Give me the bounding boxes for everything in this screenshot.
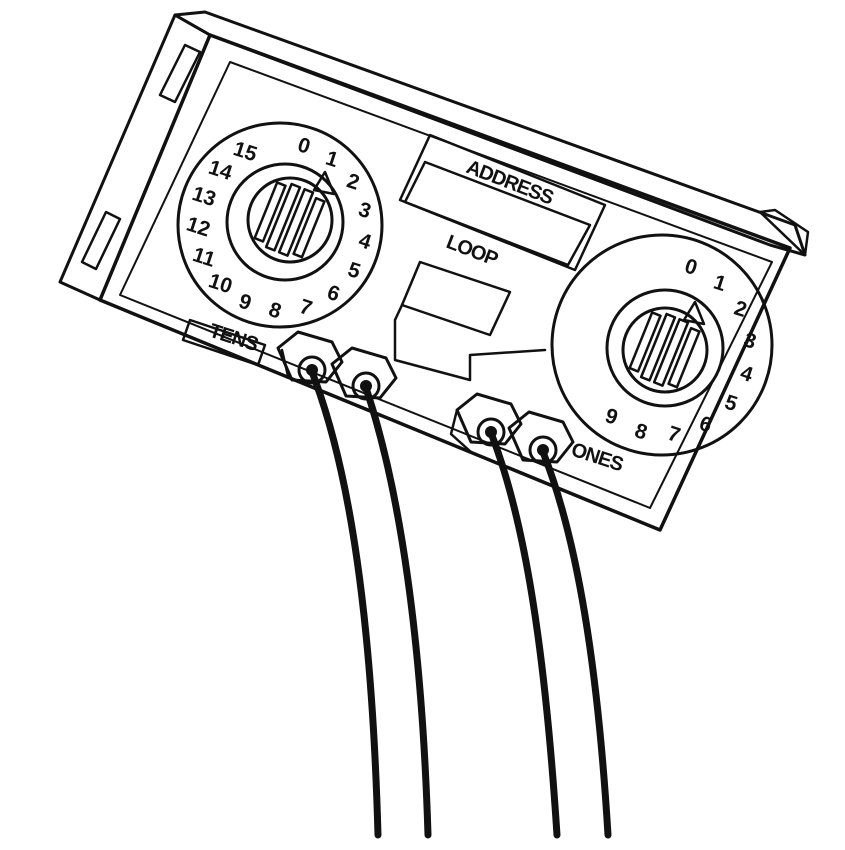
ones-number-5: 5 — [722, 391, 741, 417]
tens-number-14: 14 — [206, 156, 236, 185]
top-right-tab — [758, 208, 810, 257]
terminals — [276, 330, 575, 465]
tens-number-9: 9 — [236, 290, 254, 315]
tens-number-1: 1 — [323, 147, 342, 173]
loop-field — [400, 260, 512, 337]
tens-number-12: 12 — [184, 213, 213, 242]
tens-label-box — [181, 318, 267, 367]
ones-number-0: 0 — [682, 255, 700, 280]
terminal-nut-2 — [330, 346, 398, 401]
tens-number-5: 5 — [345, 258, 364, 284]
tens-dial-pointer — [312, 170, 336, 196]
ones-number-2: 2 — [731, 297, 749, 322]
ones-number-9: 9 — [602, 404, 620, 429]
wire-2 — [362, 384, 432, 839]
tens-dial-knob[interactable] — [246, 176, 334, 264]
ones-dial-pointer — [682, 300, 706, 326]
tens-number-0: 0 — [295, 133, 313, 158]
module-front-face — [98, 33, 792, 532]
ones-number-4: 4 — [737, 361, 756, 387]
module-body — [58, 10, 810, 532]
ones-dial-outer-ring — [550, 233, 774, 457]
module-left-face — [58, 13, 212, 302]
tens-number-8: 8 — [266, 298, 285, 324]
ones-number-1: 1 — [711, 271, 730, 297]
ones-number-6: 6 — [696, 412, 714, 437]
center-panel: ADDRESS LOOP — [393, 133, 607, 382]
wire-3 — [487, 429, 561, 839]
terminal-nut-3 — [449, 392, 523, 454]
tens-number-3: 3 — [356, 198, 374, 223]
loop-panel-frame — [393, 303, 547, 382]
tens-number-10: 10 — [206, 269, 235, 298]
ones-number-8: 8 — [632, 419, 651, 445]
tens-number-11: 11 — [190, 243, 219, 272]
tens-number-4: 4 — [356, 229, 375, 255]
ones-dial-knob-ring — [605, 288, 725, 408]
tens-number-2: 2 — [344, 169, 362, 194]
module-inner-bevel — [119, 61, 773, 509]
ones-number-3: 3 — [741, 328, 759, 353]
ones-number-7: 7 — [665, 422, 683, 447]
tens-number-13: 13 — [189, 182, 218, 211]
address-panel-frame — [398, 133, 607, 272]
tens-number-7: 7 — [297, 295, 315, 320]
tens-dial-grip — [253, 181, 326, 259]
wire-4 — [539, 448, 612, 839]
wire-1 — [308, 368, 382, 839]
wire-group — [308, 368, 612, 839]
address-field — [403, 160, 592, 267]
tens-number-6: 6 — [324, 281, 342, 306]
side-slot-lower — [80, 210, 122, 271]
terminal-nut-4 — [507, 410, 575, 465]
ones-dial-knob[interactable] — [621, 306, 709, 394]
tens-dial-knob-ring — [225, 162, 345, 282]
tens-dial-outer-ring — [176, 121, 384, 329]
side-slot-upper — [158, 43, 202, 104]
terminal-nut-1 — [276, 330, 344, 385]
